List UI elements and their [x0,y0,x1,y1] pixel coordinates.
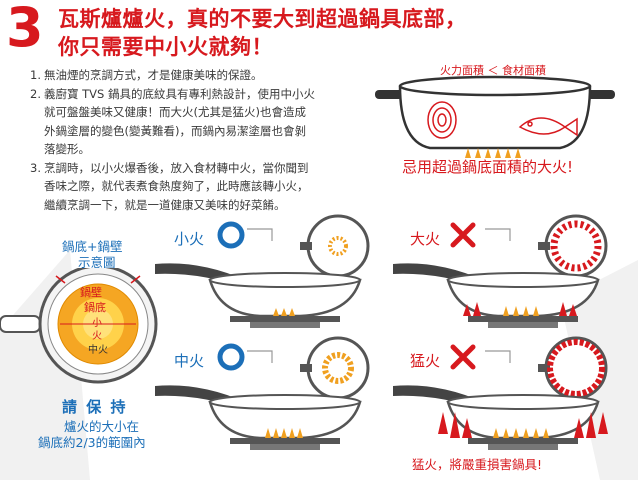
good-mark-icon [217,343,245,371]
label-large-fire: 大火 [410,230,441,248]
fierce-warning: 猛火，將嚴重損害鍋具! [412,457,543,472]
keep-line-2: 鍋底約2/3的範圍內 [38,435,146,450]
tip-1: 1.無油煙的烹調方式，才是健康美味的保證。 [30,68,263,82]
pan-large-fire [393,214,608,328]
tip-3: 3.烹調時，以小火爆香後，放入食材轉中火，當你聞到 香味之際，就代表煮食熱度夠了… [30,160,309,212]
pot-warning: 忌用超過鍋底面積的大火! [402,158,574,176]
label-pan-wall: 鍋壁 [80,286,102,299]
label-fire: 火 [92,331,102,342]
pan-small-fire [155,214,370,328]
bad-mark-icon [450,222,476,248]
side-title-1: 鍋底+鍋壁 [62,239,123,254]
title-line-2: 你只需要中小火就夠！ [58,35,273,59]
pan-fierce-fire [393,336,608,450]
pan-medium-fire [155,336,370,450]
label-medium-fire: 中火 [174,352,205,370]
label-small: 小 [92,318,102,329]
step-number: 3 [6,0,44,59]
label-medium: 中火 [88,345,108,356]
pan-cross-section [0,268,158,384]
side-title-2: 示意圖 [78,255,116,270]
pot-caption: 火力面積 ＜ 食材面積 [440,64,546,77]
title-line-1: 瓦斯爐爐火，真的不要大到超過鍋具底部， [58,7,467,31]
label-small-fire: 小火 [174,230,205,248]
pot-illustration [375,75,615,158]
keep-line-1: 爐火的大小在 [64,419,140,434]
label-pan-bottom: 鍋底 [84,301,106,314]
tip-2: 2.義廚寶 TVS 鍋具的底紋具有專利熱設計，使用中小火 就可盤盤美味又健康！而… [30,86,315,157]
tips-list: 1.無油煙的烹調方式，才是健康美味的保證。 2.義廚寶 TVS 鍋具的底紋具有專… [30,66,370,214]
good-mark-icon [217,221,245,249]
keep-title: 請 保 持 [62,398,128,416]
bad-mark-icon [450,344,476,370]
label-fierce-fire: 猛火 [410,352,441,370]
